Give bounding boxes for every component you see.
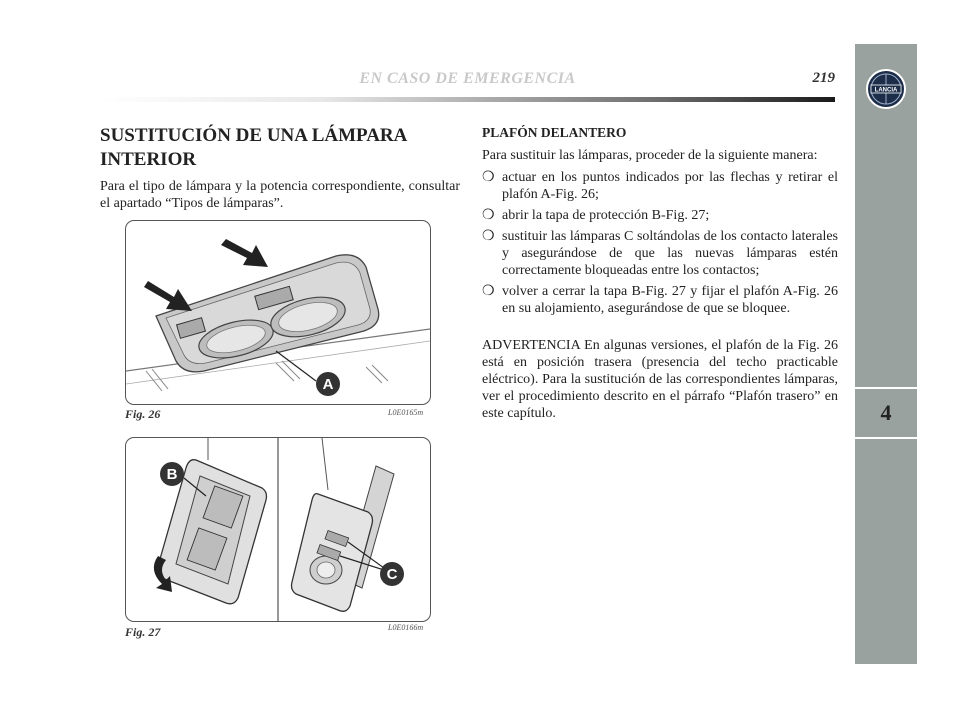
warning-paragraph: ADVERTENCIA En algunas versiones, el pla… [482, 338, 838, 421]
press-arrow-left-icon [144, 281, 192, 311]
step-text: sustituir las lámparas C soltándolas de … [502, 229, 838, 278]
bullet-circle-icon: ❍ [482, 284, 495, 299]
section-heading: SUSTITUCIÓN DE UNA LÁMPARA INTERIOR [100, 124, 460, 172]
page-number: 219 [812, 70, 836, 86]
right-column: PLAFÓN DELANTERO Para sustituir las lámp… [482, 124, 838, 422]
subheading: PLAFÓN DELANTERO [482, 125, 627, 140]
intro-paragraph: Para el tipo de lámpara y la potencia co… [100, 179, 460, 211]
chapter-sidebar: LANCIA 4 [855, 44, 917, 664]
logo-text: LANCIA [875, 88, 898, 94]
lead-paragraph: Para sustituir las lámparas, proceder de… [482, 148, 818, 163]
figure-26-label: Fig. 26 [125, 407, 161, 421]
section-title: EN CASO DE EMERGENCIA [359, 70, 576, 87]
bullet-circle-icon: ❍ [482, 208, 495, 223]
lancia-logo-icon: LANCIA [866, 69, 906, 109]
bullet-circle-icon: ❍ [482, 170, 495, 185]
step-text: actuar en los puntos indicados por las f… [502, 170, 838, 202]
open-cover-arrow-icon [153, 556, 172, 592]
list-item: ❍ sustituir las lámparas C soltándolas de… [482, 228, 838, 279]
chapter-tab: 4 [855, 387, 917, 439]
heading-line-2: INTERIOR [100, 149, 197, 170]
chapter-number: 4 [880, 400, 892, 425]
list-item: ❍ abrir la tapa de protección B-Fig. 27; [482, 207, 838, 224]
bullet-circle-icon: ❍ [482, 229, 495, 244]
page-header: EN CASO DE EMERGENCIA 219 [100, 68, 835, 92]
list-item: ❍ actuar en los puntos indicados por las … [482, 169, 838, 203]
figure-27-illustration: B C [125, 437, 431, 622]
callout-c: C [387, 566, 398, 583]
figure-27-label: Fig. 27 [125, 625, 161, 639]
step-text: volver a cerrar la tapa B-Fig. 27 y fija… [502, 284, 838, 316]
figure-27-code: L0E0166m [388, 623, 424, 632]
list-item: ❍ volver a cerrar la tapa B-Fig. 27 y fij… [482, 283, 838, 317]
press-arrow-top-icon [221, 239, 268, 267]
header-rule [100, 97, 835, 102]
step-text: abrir la tapa de protección B-Fig. 27; [502, 208, 710, 223]
callout-a: A [323, 376, 334, 393]
steps-list: ❍ actuar en los puntos indicados por las … [482, 169, 838, 317]
callout-b: B [167, 466, 178, 483]
heading-line-1: SUSTITUCIÓN DE UNA LÁMPARA [100, 125, 408, 146]
figure-26-illustration: A [125, 220, 431, 405]
figure-26-code: L0E0165m [388, 408, 424, 417]
